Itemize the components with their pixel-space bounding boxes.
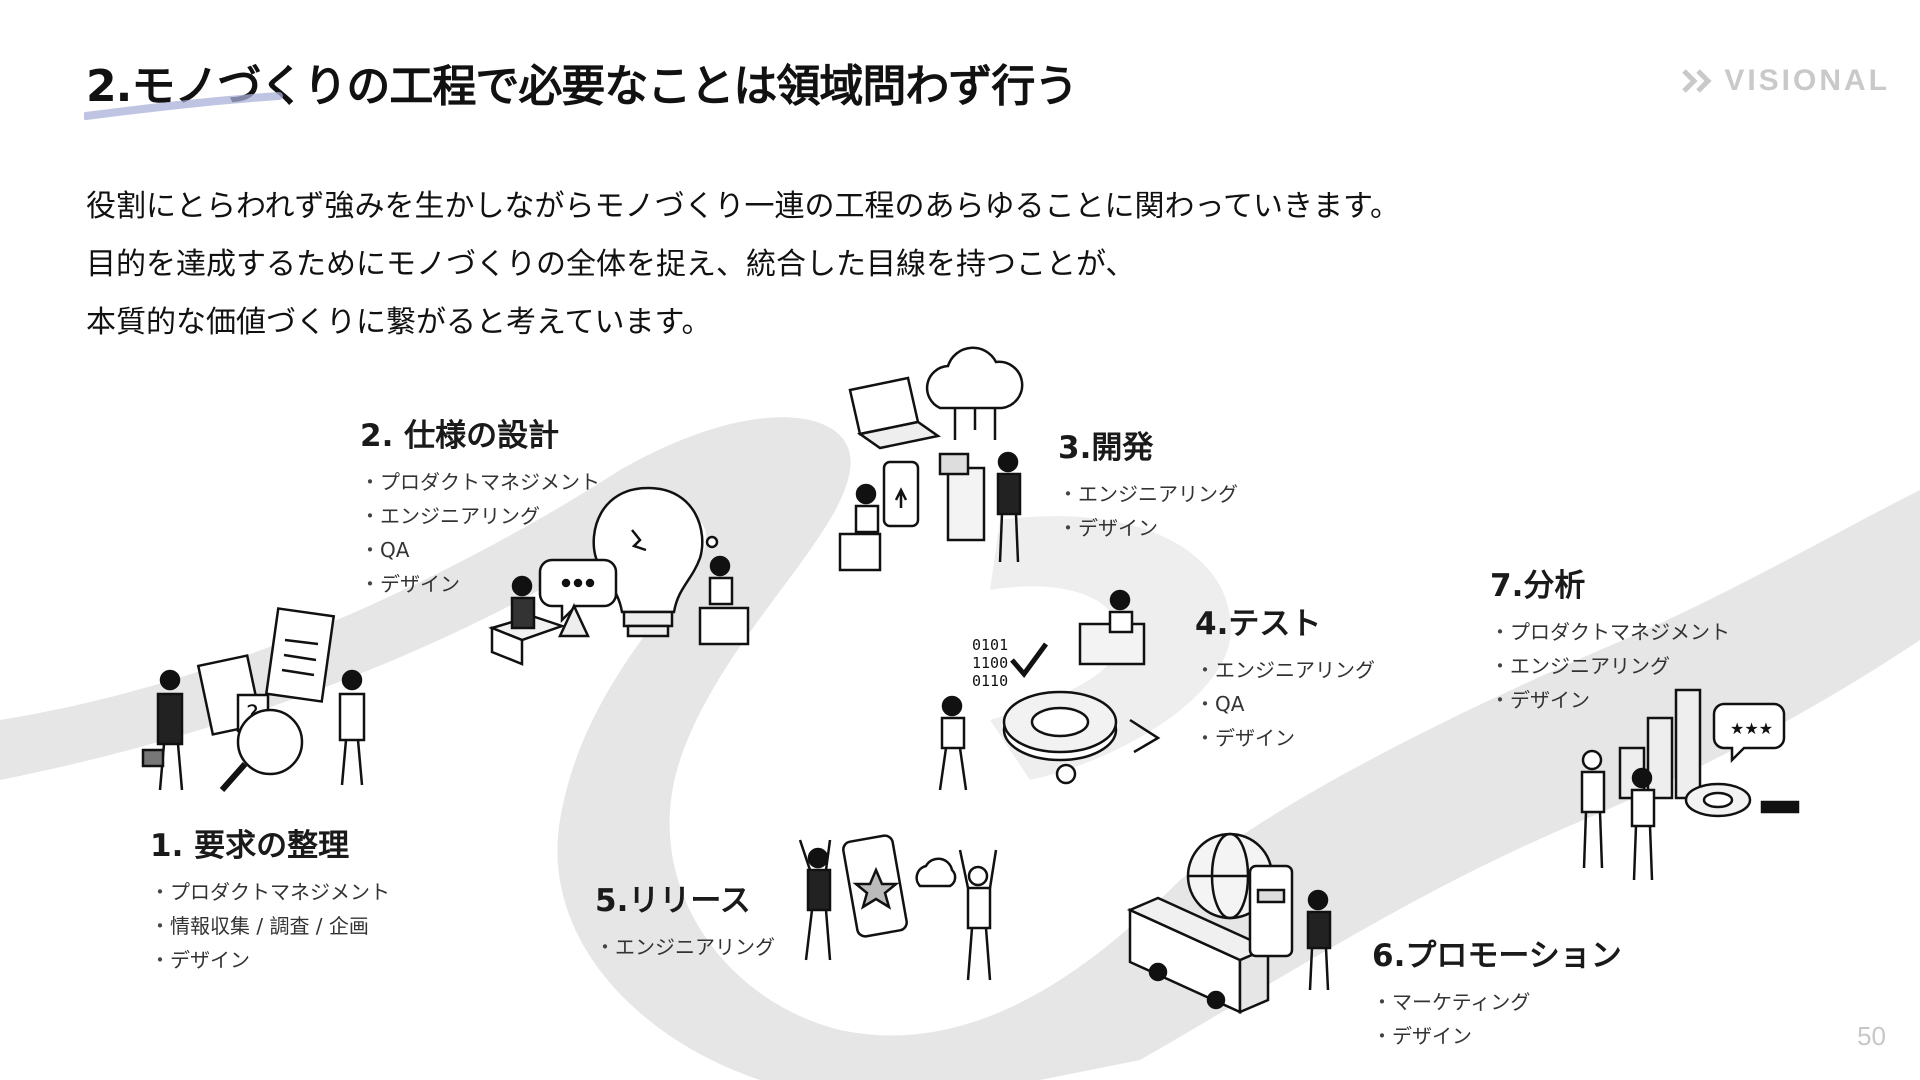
- step-title: 2. 仕様の設計: [360, 418, 560, 454]
- analysis-illustration: ★★★: [1580, 688, 1800, 881]
- step-role-item: エンジニアリング: [1058, 477, 1238, 511]
- step-role-item: デザイン: [1372, 1019, 1622, 1053]
- step-title: 4.テスト: [1195, 606, 1322, 642]
- svg-text:★★★: ★★★: [1730, 719, 1773, 738]
- lead-line-1: 役割にとらわれず強みを生かしながらモノづくり一連の工程のあらゆることに関わってい…: [86, 189, 1400, 224]
- step-role-item: デザイン: [1058, 511, 1238, 545]
- cloud-icon: [925, 346, 1024, 410]
- step-role-item: マーケティング: [1372, 985, 1622, 1019]
- step-role-item: エンジニアリング: [360, 499, 600, 533]
- step-title: 3.開発: [1058, 430, 1154, 466]
- step-role-item: デザイン: [150, 943, 390, 977]
- step-role-item: 情報収集 / 調査 / 企画: [150, 909, 390, 943]
- step-role-item: エンジニアリング: [1490, 649, 1730, 683]
- development-illustration: [838, 346, 1024, 572]
- step-role-item: エンジニアリング: [1195, 653, 1375, 687]
- step-3: 3.開発 エンジニアリング デザイン: [1058, 422, 1238, 545]
- step-role-item: デザイン: [1195, 721, 1375, 755]
- step-role-item: プロダクトマネジメント: [150, 875, 390, 909]
- visional-logo: VISIONAL: [1682, 64, 1890, 98]
- step-title: 6.プロモーション: [1372, 938, 1622, 974]
- step-role-item: QA: [360, 533, 600, 567]
- visional-logo-icon: [1682, 69, 1712, 93]
- requirements-illustration: ?: [141, 607, 366, 792]
- step-role-item: QA: [1195, 687, 1375, 721]
- lead-line-3: 本質的な価値づくりに繋がると考えています。: [86, 305, 712, 340]
- lead-line-2: 目的を達成するためにモノづくりの全体を捉え、統合した目線を持つことが、: [86, 247, 1136, 282]
- step-5: 5.リリース エンジニアリング: [595, 875, 775, 964]
- svg-text:0110: 0110: [972, 672, 1008, 690]
- step-role-list: プロダクトマネジメント エンジニアリング デザイン: [1490, 615, 1730, 717]
- step-role-item: エンジニアリング: [595, 930, 775, 964]
- page-number: 50: [1857, 1021, 1886, 1051]
- release-illustration: [798, 834, 998, 981]
- page-title: 2.モノづくりの工程で必要なことは領域問わず行う: [86, 61, 1078, 112]
- step-1: 1. 要求の整理 プロダクトマネジメント 情報収集 / 調査 / 企画 デザイン: [150, 820, 390, 977]
- step-role-list: プロダクトマネジメント エンジニアリング QA デザイン: [360, 465, 600, 601]
- svg-text:1100: 1100: [972, 654, 1008, 672]
- step-title: 1. 要求の整理: [150, 828, 350, 864]
- lead-paragraph: 役割にとらわれず強みを生かしながらモノづくり一連の工程のあらゆることに関わってい…: [86, 178, 1686, 352]
- step-role-list: エンジニアリング: [595, 930, 775, 964]
- logo-text: VISIONAL: [1724, 64, 1890, 97]
- svg-text:0101: 0101: [972, 636, 1008, 654]
- step-2: 2. 仕様の設計 プロダクトマネジメント エンジニアリング QA デザイン: [360, 410, 600, 601]
- step-role-item: プロダクトマネジメント: [1490, 615, 1730, 649]
- step-role-item: デザイン: [1490, 683, 1730, 717]
- step-role-list: エンジニアリング QA デザイン: [1195, 653, 1375, 755]
- title-underline-decoration: [84, 92, 283, 120]
- test-illustration: 0101 1100 0110: [938, 589, 1161, 791]
- step-role-item: デザイン: [360, 567, 600, 601]
- step-4: 4.テスト エンジニアリング QA デザイン: [1195, 598, 1375, 755]
- step-role-item: プロダクトマネジメント: [360, 465, 600, 499]
- step-6: 6.プロモーション マーケティング デザイン: [1372, 930, 1622, 1053]
- step-7: 7.分析 プロダクトマネジメント エンジニアリング デザイン: [1490, 560, 1730, 717]
- step-title: 5.リリース: [595, 883, 751, 919]
- promotion-illustration: [1126, 832, 1332, 1014]
- step-role-list: エンジニアリング デザイン: [1058, 477, 1238, 545]
- step-role-list: プロダクトマネジメント 情報収集 / 調査 / 企画 デザイン: [150, 875, 390, 977]
- step-role-list: マーケティング デザイン: [1372, 985, 1622, 1053]
- step-title: 7.分析: [1490, 568, 1586, 604]
